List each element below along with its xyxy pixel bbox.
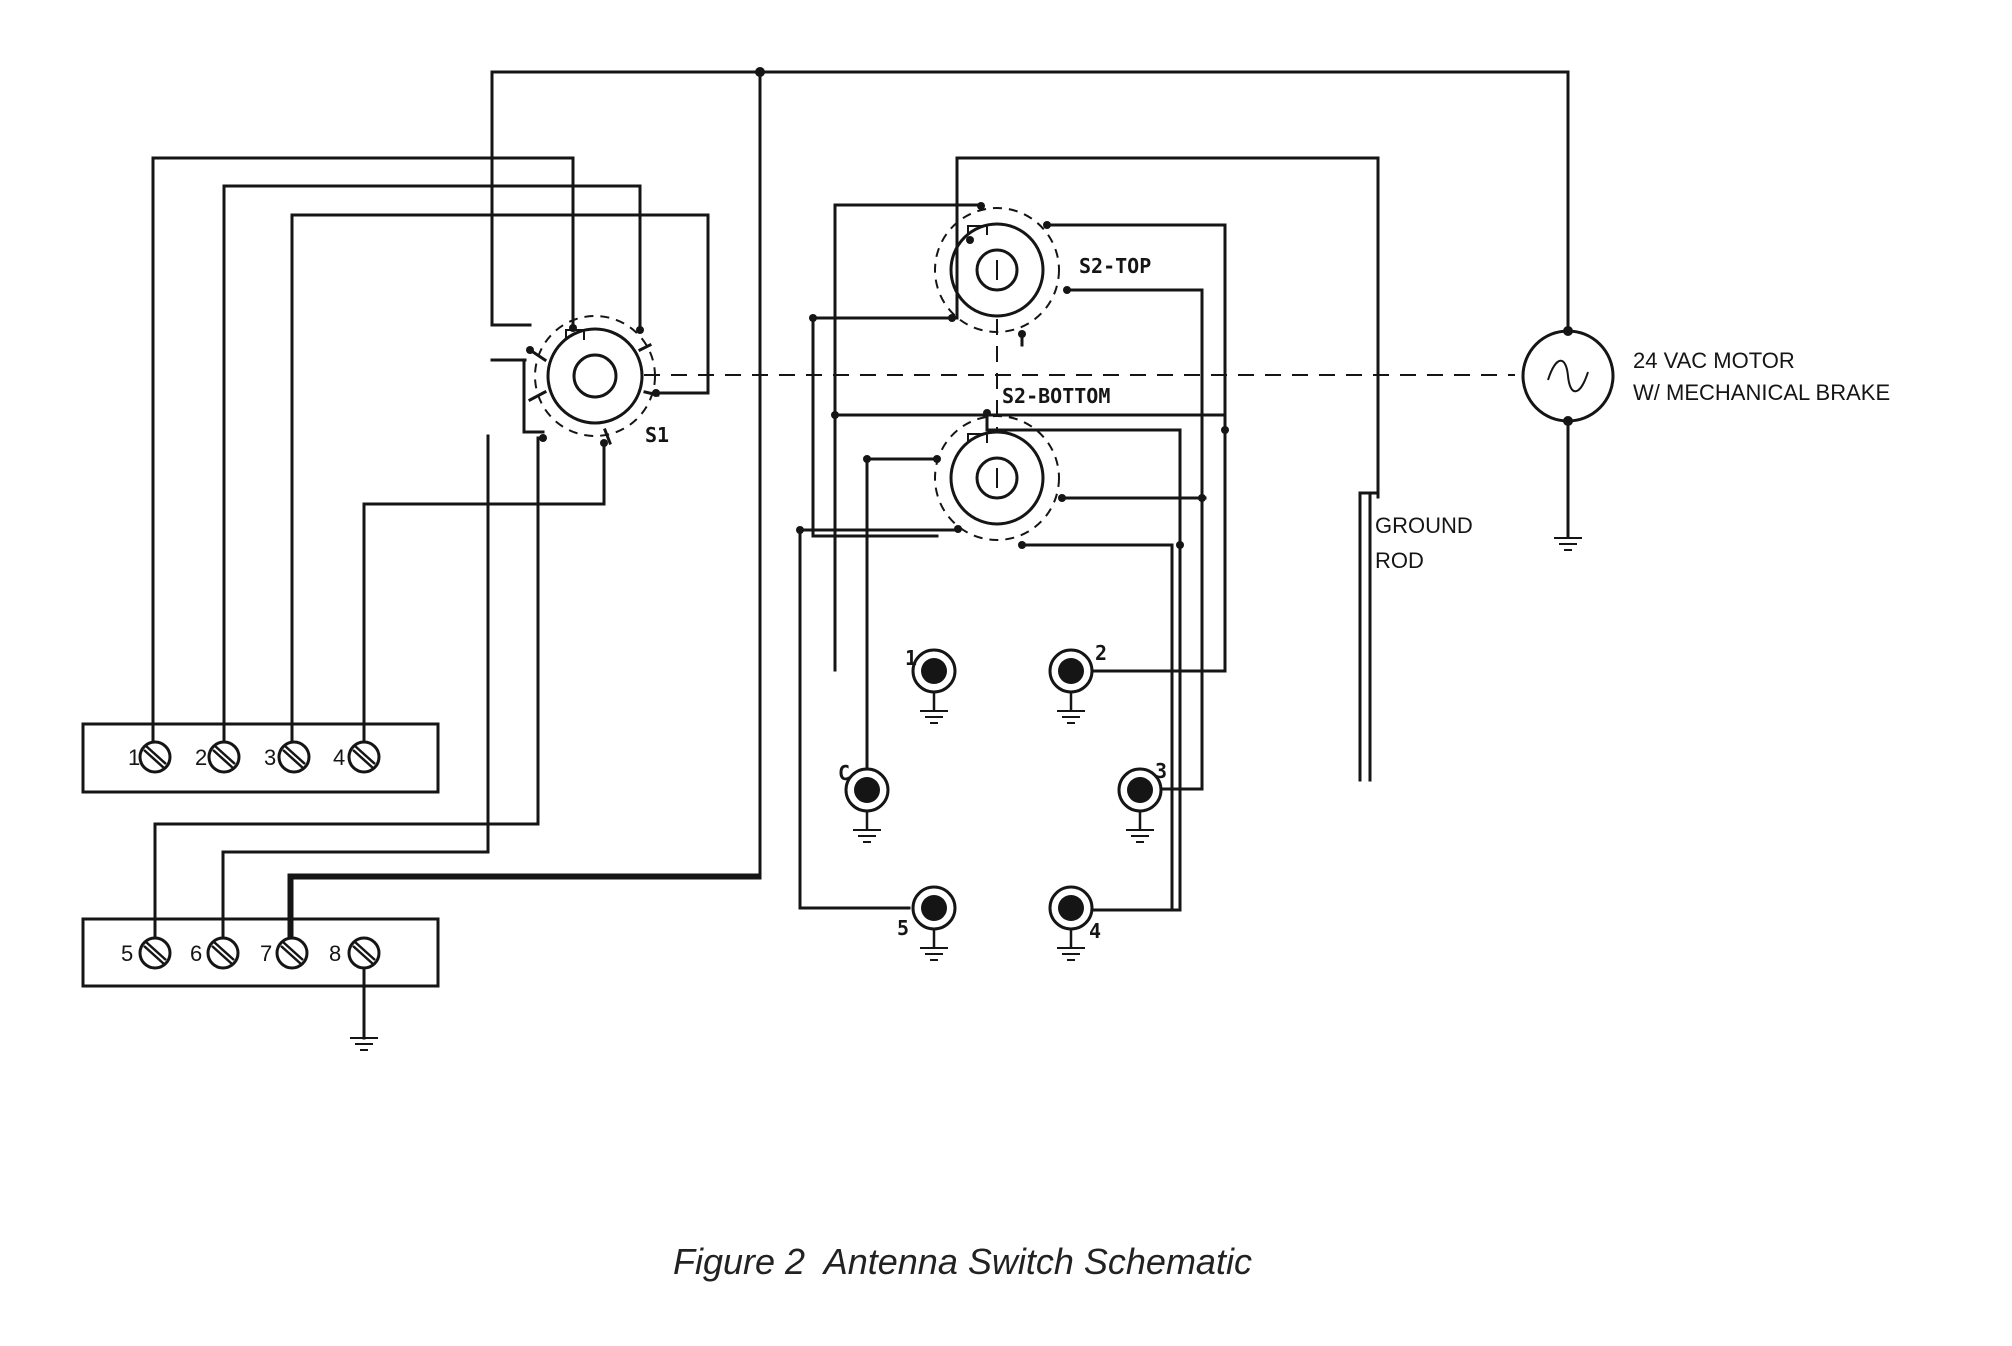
coax-connector-icon — [913, 887, 955, 960]
terminal-strip-bottom: 5 6 7 8 — [81, 917, 440, 1051]
terminal-screw-icon — [138, 936, 172, 970]
connector-label-c: C — [838, 761, 850, 785]
terminal-screw-icon — [347, 740, 381, 774]
switch-label-s2-top: S2-TOP — [1079, 254, 1151, 278]
terminal-label-8: 8 — [329, 941, 341, 966]
terminal-strip-top: 1 2 3 4 — [81, 722, 440, 794]
motor-label-line2: W/ MECHANICAL BRAKE — [1633, 380, 1890, 405]
ground-rod-label-line2: ROD — [1375, 548, 1424, 573]
terminal-label-3: 3 — [264, 745, 276, 770]
connector-label-5: 5 — [897, 916, 909, 940]
terminal-screw-icon — [138, 740, 172, 774]
s2-top-rotary-switch — [934, 202, 1071, 338]
terminal-label-6: 6 — [190, 941, 202, 966]
switch-label-s1: S1 — [645, 423, 669, 447]
terminal-ground-symbol — [349, 1037, 379, 1051]
coax-connector-icon — [846, 769, 888, 842]
terminal-label-5: 5 — [121, 941, 133, 966]
s1-rotary-switch — [526, 315, 660, 447]
coax-connectors: 1 2 C 3 5 4 — [838, 641, 1167, 960]
motor-ground-symbol — [1553, 537, 1583, 551]
terminal-label-4: 4 — [333, 745, 345, 770]
motor-symbol — [1521, 326, 1615, 426]
connector-label-3: 3 — [1155, 759, 1167, 783]
terminal-label-1: 1 — [128, 745, 140, 770]
switch-label-s2-bottom: S2-BOTTOM — [1002, 384, 1110, 408]
connector-label-2: 2 — [1095, 641, 1107, 665]
connector-label-1: 1 — [905, 646, 917, 670]
coax-connector-icon — [1050, 887, 1092, 960]
terminal-screw-icon — [347, 936, 381, 970]
terminal-screw-icon — [275, 936, 309, 970]
coax-connector-icon — [1050, 650, 1092, 723]
terminal-label-2: 2 — [195, 745, 207, 770]
wiring — [151, 67, 1570, 959]
terminal-screw-icon — [206, 936, 240, 970]
terminal-label-7: 7 — [260, 941, 272, 966]
terminal-screw-icon — [207, 740, 241, 774]
ground-rod-label-line1: GROUND — [1375, 513, 1473, 538]
connector-label-4: 4 — [1089, 919, 1101, 943]
figure-caption: Figure 2 Antenna Switch Schematic — [673, 1241, 1252, 1282]
terminal-screw-icon — [277, 740, 311, 774]
motor-label-line1: 24 VAC MOTOR — [1633, 348, 1795, 373]
coax-connector-icon — [913, 650, 955, 723]
